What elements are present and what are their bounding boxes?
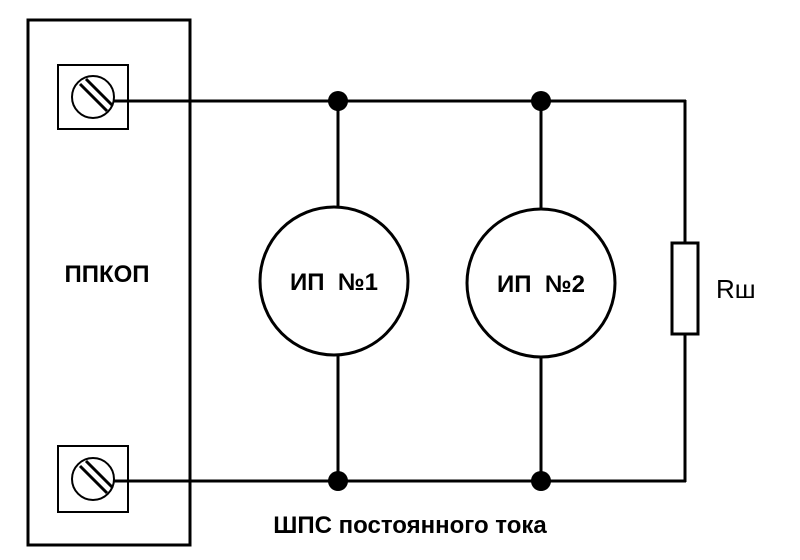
diagram-caption: ШПС постоянного тока (273, 512, 547, 539)
detector-2-label: ИП №2 (497, 271, 585, 298)
detector-1-label: ИП №1 (290, 269, 378, 296)
detector-2 (465, 207, 617, 359)
detector-1 (258, 205, 410, 357)
bottom-terminal (57, 445, 129, 513)
junction-dot (328, 91, 348, 111)
junction-dot (531, 471, 551, 491)
control-panel-label: ППКОП (64, 261, 149, 288)
resistor-label: Rш (716, 274, 756, 304)
junction-dot (328, 471, 348, 491)
junction-dot (531, 91, 551, 111)
top-terminal (57, 64, 129, 130)
end-of-line-resistor (670, 241, 700, 336)
